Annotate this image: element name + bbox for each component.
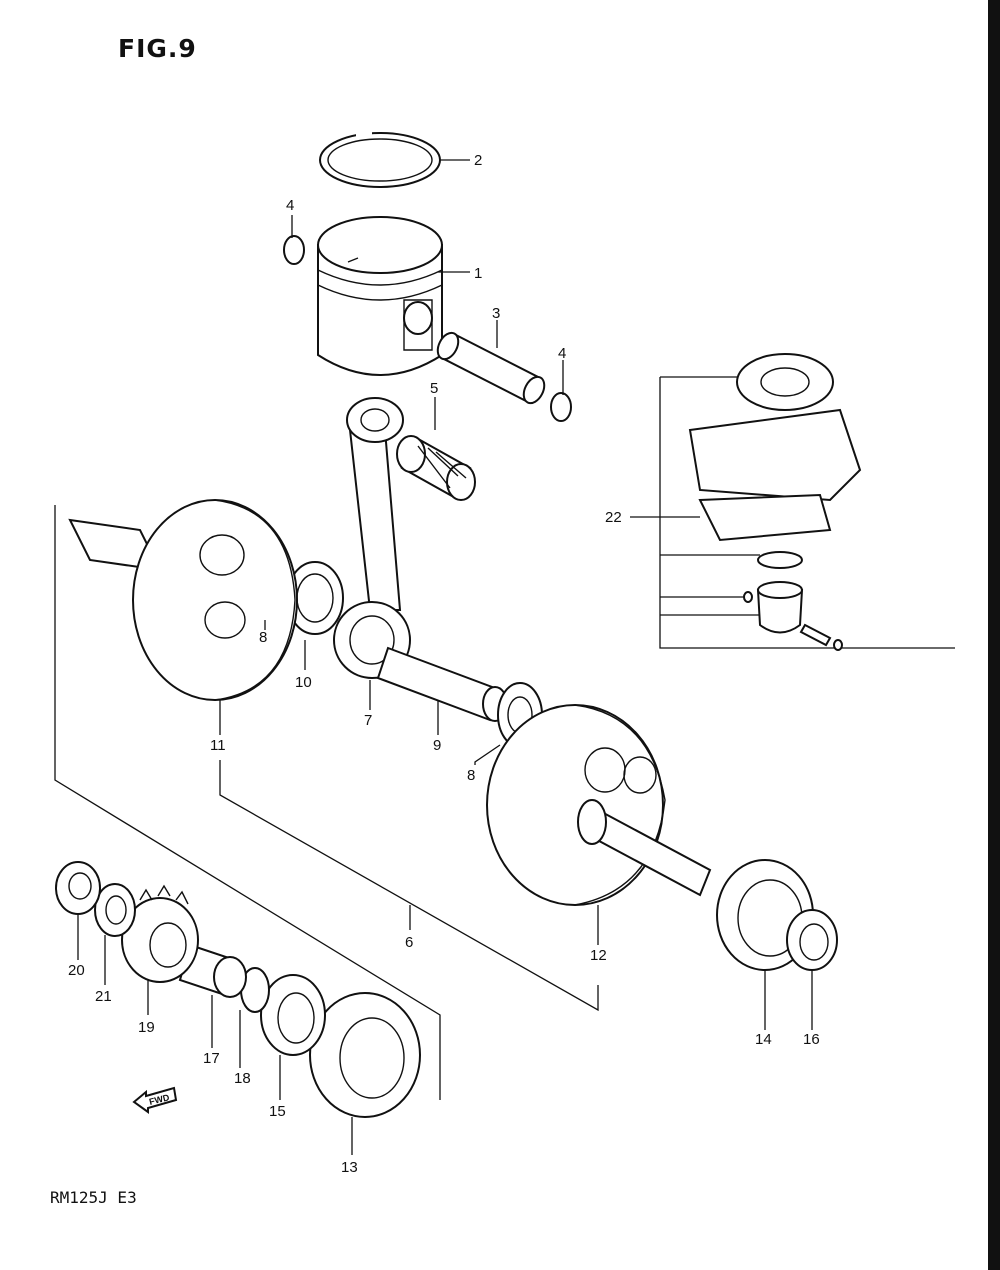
callout-2: 2 [474, 152, 482, 169]
callout-6: 6 [405, 934, 413, 951]
callout-1: 1 [474, 265, 482, 282]
fwd-arrow: FWD [132, 1086, 178, 1114]
small-end-bearing [396, 435, 476, 501]
piston-pin-circlip-right [550, 392, 572, 422]
primary-drive-gear [121, 884, 199, 983]
crank-pin [376, 646, 508, 722]
callout-22: 22 [605, 509, 622, 526]
callout-9: 9 [433, 737, 441, 754]
nut [55, 861, 101, 915]
oil-seal-right [786, 909, 838, 971]
callout-19: 19 [138, 1019, 155, 1036]
callout-4b: 4 [558, 345, 566, 362]
fwd-label: FWD [148, 1092, 171, 1107]
callout-12: 12 [590, 947, 607, 964]
crankshaft-right [486, 704, 712, 906]
callout-8a: 8 [259, 629, 267, 646]
callout-7: 7 [364, 712, 372, 729]
main-bearing-left [309, 992, 421, 1118]
callout-15: 15 [269, 1103, 286, 1120]
oil-seal-left [260, 974, 326, 1056]
callout-21: 21 [95, 988, 112, 1005]
callout-10: 10 [295, 674, 312, 691]
page-edge-bar [988, 0, 1000, 1270]
callout-16: 16 [803, 1031, 820, 1048]
assembly-bracket [54, 505, 441, 1100]
leader-lines [77, 159, 813, 1155]
figure-title: FIG.9 [118, 34, 197, 63]
callout-13: 13 [341, 1159, 358, 1176]
connecting-rod [333, 397, 411, 679]
callout-4a: 4 [286, 197, 294, 214]
callout-11: 11 [210, 737, 226, 754]
model-label: RM125J E3 [50, 1188, 137, 1207]
washer [94, 883, 136, 937]
piston-ring [319, 131, 441, 188]
callout-numbers: 1 2 3 4 4 5 6 7 8 8 9 10 11 12 13 14 15 … [68, 152, 820, 1176]
gasket-set-box [630, 353, 955, 651]
piston-pin-circlip-left [283, 235, 305, 265]
piston-pin [436, 331, 546, 405]
callout-17: 17 [203, 1050, 220, 1067]
callout-3: 3 [492, 305, 500, 322]
crankshaft-left [68, 499, 298, 701]
callout-20: 20 [68, 962, 85, 979]
callout-18: 18 [234, 1070, 251, 1087]
piston [317, 216, 443, 376]
callout-5: 5 [430, 380, 438, 397]
callout-14: 14 [755, 1031, 772, 1048]
callout-8b: 8 [467, 767, 475, 784]
assembly-bracket-12 [219, 760, 599, 1012]
